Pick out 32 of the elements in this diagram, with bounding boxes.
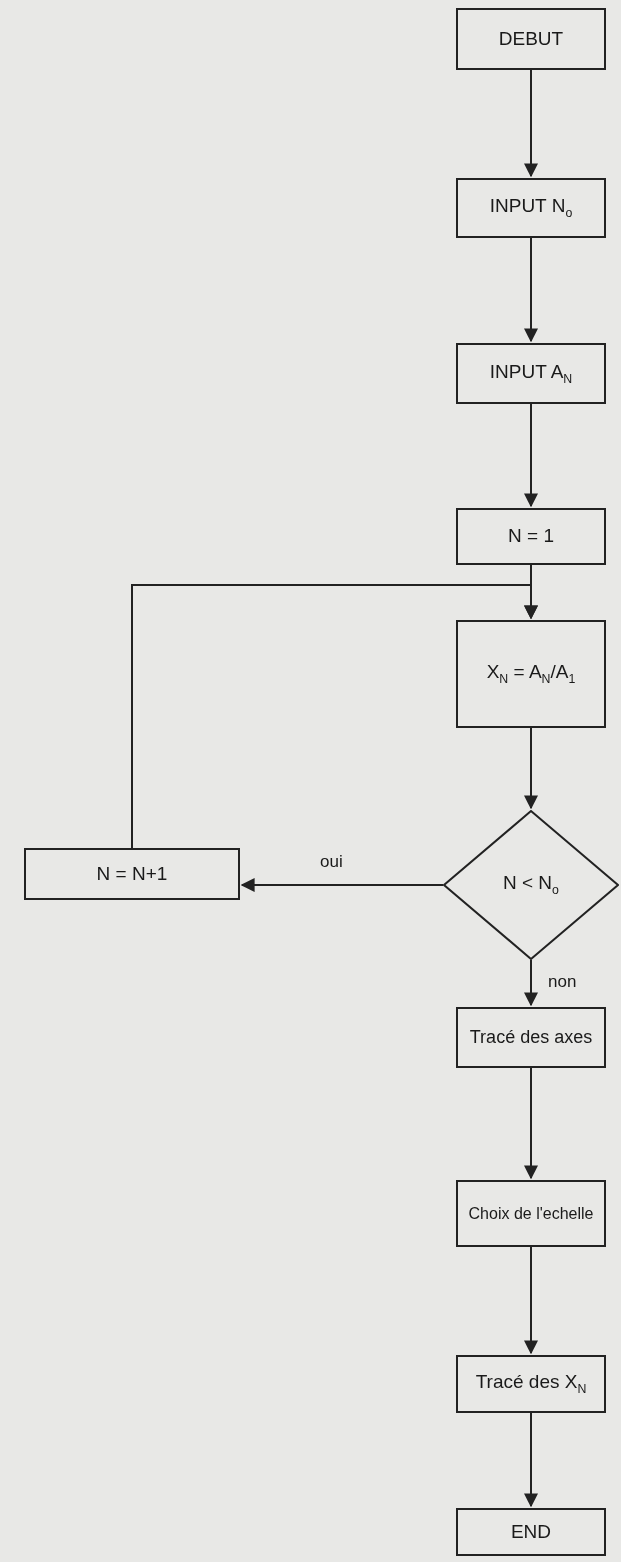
arrow (240, 878, 444, 892)
box-label: Tracé des axes (468, 1026, 594, 1049)
box-label: END (509, 1520, 553, 1544)
process-box (456, 508, 606, 565)
box-label: N = 1 (507, 525, 555, 548)
process-box (456, 620, 606, 728)
process-box (456, 8, 606, 70)
process-box (456, 178, 606, 238)
box-label: X$_{N}$ = A$_{N}$/A$_{1}$ (485, 661, 577, 687)
arrow (524, 1412, 538, 1508)
process-box (456, 1508, 606, 1556)
box-label: INPUT N$_{o}$ (488, 195, 574, 221)
box-label: DEBUT (497, 27, 565, 51)
box-label: INPUT A$_{N}$ (488, 360, 574, 387)
box-label: Tracé des X$_{N}$ (474, 1371, 588, 1397)
decision-diamond (443, 810, 619, 960)
process-box (456, 1355, 606, 1413)
arrow (524, 1246, 538, 1355)
arrow (524, 403, 538, 508)
process-box (456, 1180, 606, 1247)
process-box (456, 343, 606, 404)
arrow (524, 237, 538, 343)
arrow (524, 727, 538, 810)
arrow (524, 1067, 538, 1180)
arrow (524, 959, 538, 1007)
process-box (24, 848, 240, 900)
process-box (456, 1007, 606, 1068)
box-label: N = N+1 (95, 862, 169, 886)
arrow (131, 584, 538, 849)
arrow (524, 69, 538, 178)
box-label: Choix de l'echelle (467, 1203, 595, 1224)
box-label: N < N$_{o}$ (502, 872, 560, 898)
